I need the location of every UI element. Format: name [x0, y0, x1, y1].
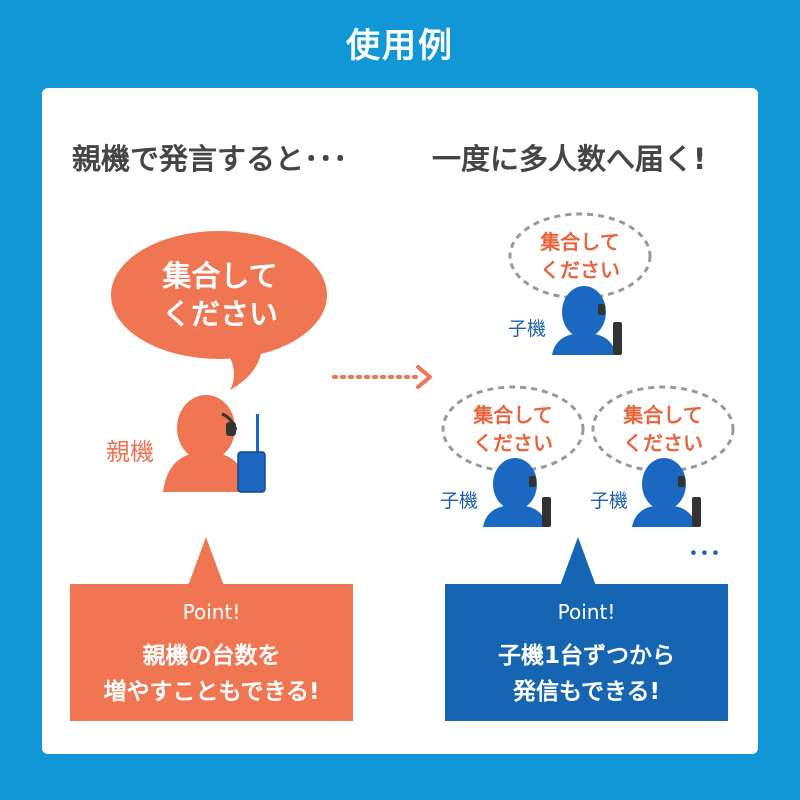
- heading-left: 親機で発言すると･･･: [72, 142, 348, 176]
- point-right-line1: 子機1台ずつから: [497, 643, 675, 669]
- speech-child-top-line2: ください: [540, 258, 620, 282]
- point-left-line2: 増やすこともできる!: [103, 679, 320, 705]
- point-left-label: Point!: [182, 600, 241, 624]
- child-radio-icon: [613, 322, 622, 355]
- point-left-line1: 親機の台数を: [142, 643, 281, 669]
- parent-person-icon: [163, 395, 249, 492]
- label-parent: 親機: [106, 438, 154, 466]
- page-title: 使用例: [346, 26, 454, 66]
- label-child: 子機: [440, 490, 479, 512]
- label-child: 子機: [590, 490, 629, 512]
- child-person-icon: [483, 458, 547, 527]
- speech-main-line2: ください: [161, 297, 278, 331]
- point-right-line2: 発信もできる!: [512, 679, 661, 705]
- arrow-right-icon: [332, 365, 432, 389]
- child-person-icon: [552, 286, 616, 355]
- point-box-left: [70, 537, 353, 721]
- speech-bubble-main: [111, 231, 327, 390]
- speech-child-right-line2: ください: [623, 431, 703, 455]
- child-radio-icon: [692, 497, 701, 527]
- speech-child-top-line1: 集合して: [540, 230, 620, 254]
- speech-child-left-line2: ください: [473, 431, 553, 455]
- child-person-icon: [632, 458, 696, 527]
- parent-radio-icon: [237, 414, 266, 493]
- speech-main-line1: 集合して: [162, 259, 278, 293]
- more-ellipsis: ･･･: [688, 542, 722, 567]
- speech-child-right-line1: 集合して: [623, 403, 703, 427]
- point-right-label: Point!: [557, 600, 616, 624]
- speech-child-left-line1: 集合して: [473, 403, 553, 427]
- label-child: 子機: [508, 318, 547, 340]
- child-radio-icon: [542, 497, 551, 527]
- point-box-right: [445, 537, 728, 721]
- heading-right: 一度に多人数へ届く!: [432, 142, 707, 176]
